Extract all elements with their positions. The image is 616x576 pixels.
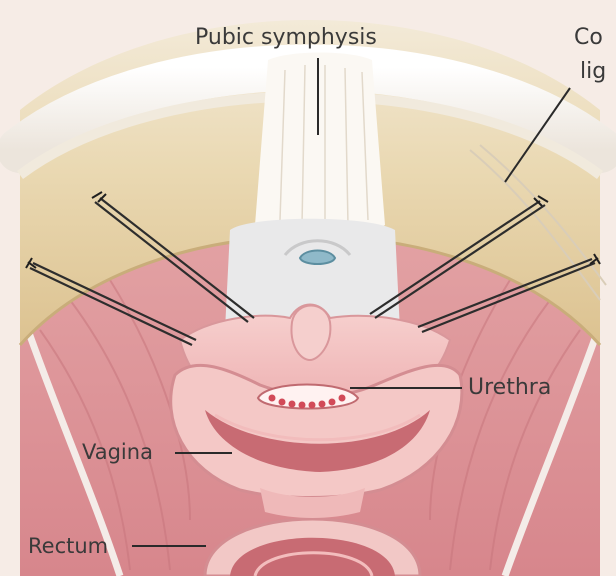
label-urethra: Urethra [468,376,551,400]
label-rectum: Rectum [28,534,108,558]
label-vagina: Vagina [82,440,153,464]
label-coopers-ligament-line2: lig [580,60,606,84]
label-coopers-ligament-line1: Co [574,26,603,50]
label-pubic-symphysis: Pubic symphysis [195,26,377,50]
dorsal-vein [300,251,335,265]
